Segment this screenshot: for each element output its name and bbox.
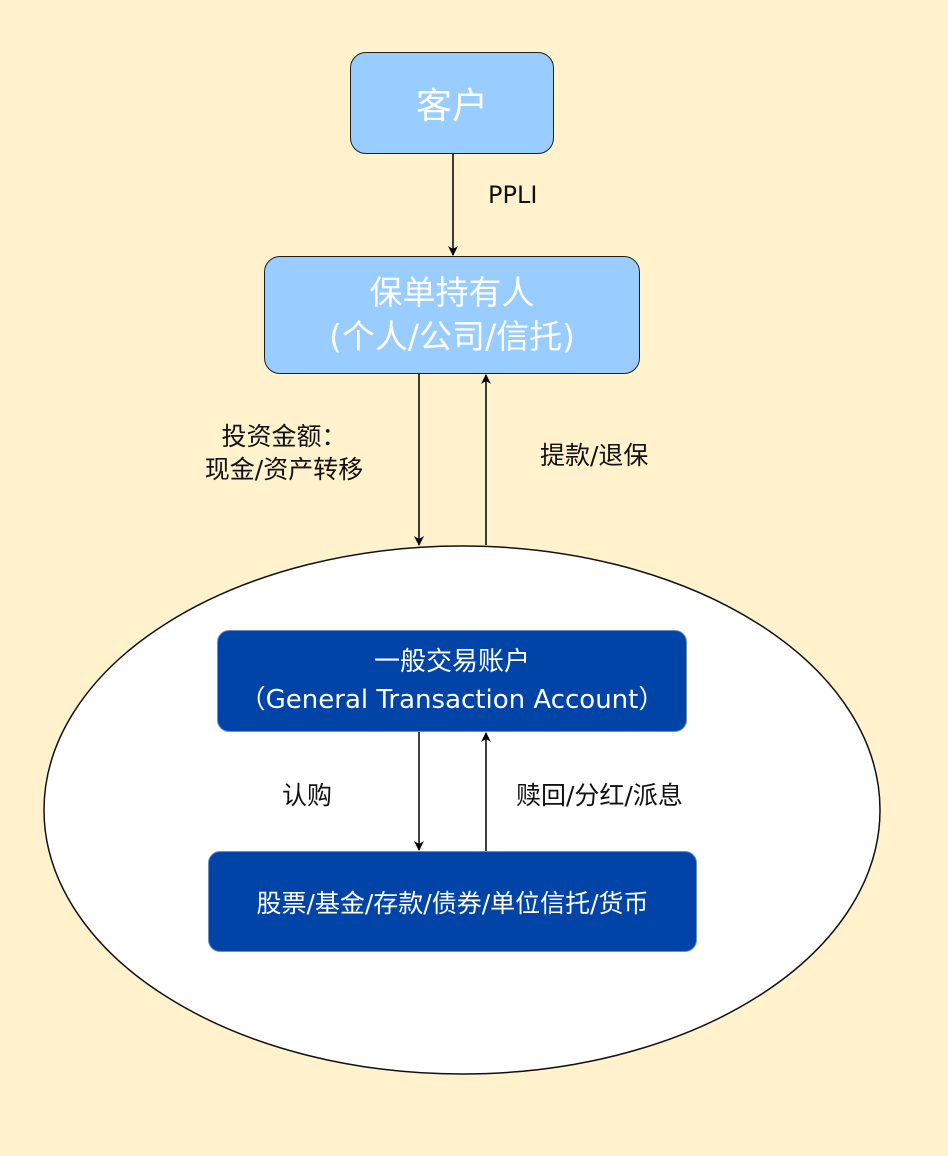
customer-node: 客户 — [350, 52, 554, 154]
edge-label-redemption: 赎回/分红/派息 — [516, 781, 683, 810]
policyholder-node: 保单持有人 (个人/公司/信托) — [264, 256, 640, 374]
account-boundary-ellipse — [43, 545, 881, 1075]
general-account-label: 一般交易账户 — [373, 647, 530, 677]
assets-label: 股票/基金/存款/债券/单位信托/货币 — [256, 888, 649, 918]
edge-label-investment-line2: 现金/资产转移 — [204, 455, 364, 484]
edge-label-ppli: PPLI — [488, 181, 538, 209]
policyholder-sublabel: (个人/公司/信托) — [329, 317, 575, 356]
general-account-sublabel: （General Transaction Account） — [239, 685, 665, 715]
policyholder-label: 保单持有人 — [369, 273, 535, 312]
customer-label: 客户 — [415, 86, 488, 127]
edge-label-investment-line1: 投资金额： — [221, 422, 347, 451]
assets-node: 股票/基金/存款/债券/单位信托/货币 — [208, 851, 697, 952]
edge-label-investment: 投资金额： 现金/资产转移 — [180, 420, 388, 486]
edge-label-withdrawal: 提款/退保 — [540, 441, 649, 470]
general-account-node: 一般交易账户 （General Transaction Account） — [217, 630, 687, 732]
edge-label-subscribe: 认购 — [282, 781, 333, 810]
